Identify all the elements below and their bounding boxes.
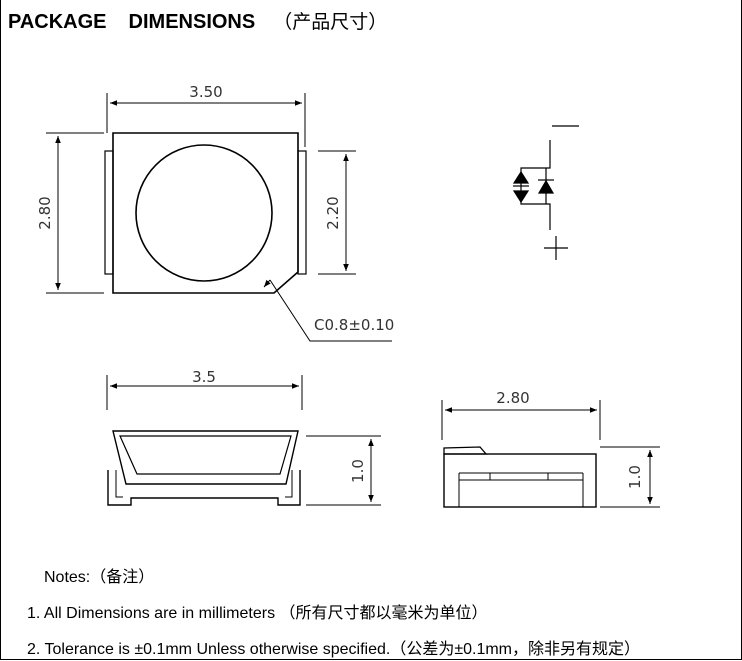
chamfer-label: C0.8±0.10 (314, 316, 394, 334)
right-lead (297, 150, 307, 275)
diode-right-icon (537, 179, 555, 194)
chamfer-leader (269, 279, 392, 342)
lens-height-label: 2.20 (324, 196, 342, 229)
end-top-lip (443, 446, 488, 455)
package-body-outline (112, 132, 299, 294)
end-body-outline (443, 453, 597, 508)
side-height-label: 1.0 (349, 459, 367, 483)
top-width-label: 3.50 (189, 83, 222, 101)
top-view (46, 93, 392, 342)
lens-circle (135, 144, 273, 282)
diode-up-icon (512, 170, 530, 184)
side-width-label: 3.5 (192, 368, 216, 386)
chamfer-arrow (263, 279, 271, 288)
side-lens-cavity (119, 435, 292, 475)
side-base (107, 470, 301, 506)
top-height-label: 2.80 (36, 196, 54, 229)
end-view (441, 400, 660, 508)
end-height-label: 1.0 (626, 465, 644, 489)
page-title: PACKAGE DIMENSIONS （产品尺寸） (8, 7, 387, 34)
diode-down-icon (512, 190, 530, 204)
side-lead-right (285, 470, 293, 498)
left-lead (104, 150, 114, 275)
polarity-diagram (512, 125, 579, 260)
side-view (106, 375, 381, 506)
title-chinese: （产品尺寸） (273, 12, 388, 33)
title-dimensions: DIMENSIONS (128, 11, 256, 33)
side-body-outer (112, 430, 299, 485)
end-width-label: 2.80 (496, 389, 529, 407)
side-lead-left (115, 470, 123, 498)
title-package: PACKAGE (8, 11, 107, 33)
